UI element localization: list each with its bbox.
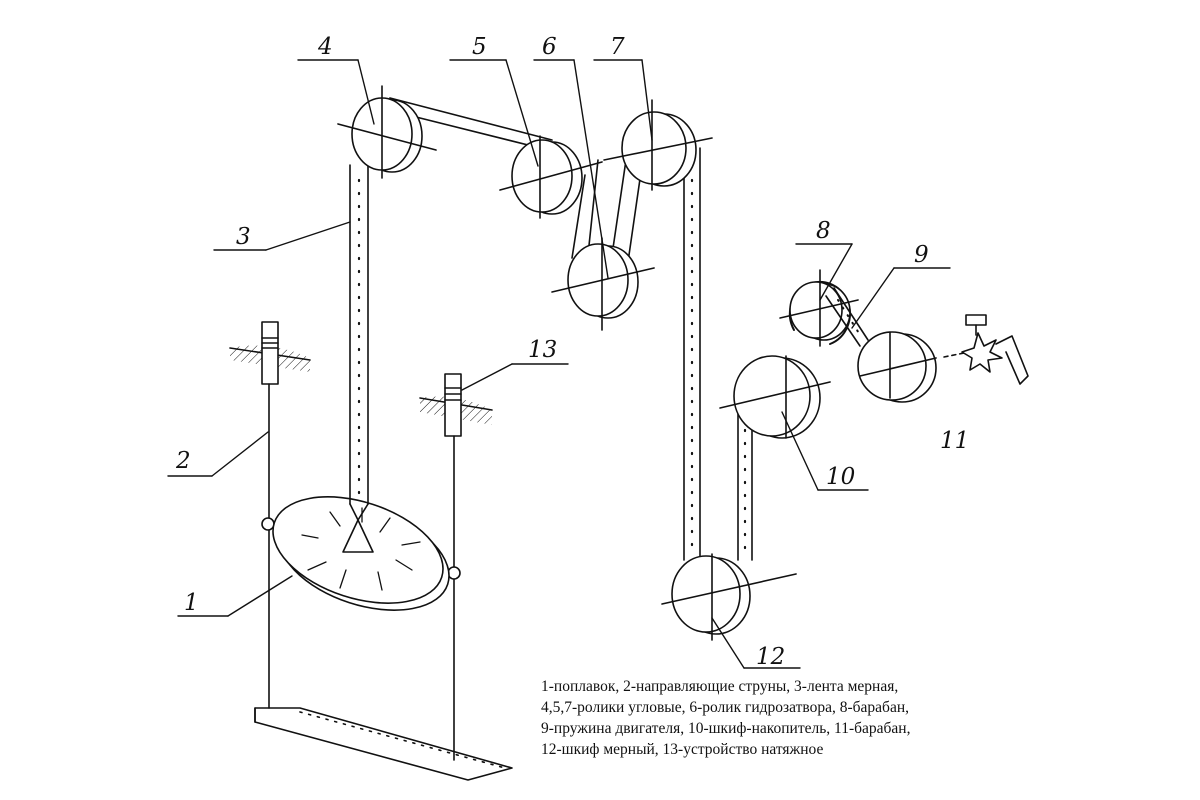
label-13: 13: [528, 337, 557, 363]
label-8: 8: [816, 218, 831, 244]
measuring-tape: [349, 164, 369, 521]
label-5: 5: [472, 34, 487, 60]
label-9: 9: [914, 242, 929, 268]
label-12: 12: [756, 644, 785, 670]
storage-pulley-10: [719, 355, 831, 439]
tension-device: [419, 373, 493, 437]
base-plate: [254, 707, 513, 781]
label-1: 1: [184, 590, 199, 616]
label-4: 4: [317, 34, 333, 60]
measuring-pulley-12: [661, 553, 797, 641]
roller-4: [337, 85, 437, 179]
roller-6: [551, 237, 655, 331]
legend-line: 12-шкиф мерный, 13-устройство натяжное: [541, 741, 824, 758]
label-2: 2: [175, 448, 191, 474]
tape-lower-path: [737, 413, 753, 561]
label-11: 11: [940, 428, 969, 454]
label-6: 6: [542, 34, 557, 60]
label-10: 10: [826, 464, 855, 490]
guide-strings: [261, 383, 461, 761]
label-3: 3: [236, 224, 251, 250]
motor-spring-9: [825, 287, 937, 403]
indicator-11: [943, 314, 1029, 385]
ground-anchor-left: [229, 321, 311, 385]
label-7: 7: [610, 34, 625, 60]
roller-7: [603, 99, 713, 191]
legend: 1-поплавок, 2-направляющие струны, 3-лен…: [541, 676, 910, 760]
drum-8: [779, 269, 859, 347]
leader-lines: [167, 59, 951, 669]
legend-line: 4,5,7-ролики угловые, 6-ролик гидрозатво…: [541, 699, 909, 716]
float: [272, 496, 450, 611]
legend-line: 1-поплавок, 2-направляющие струны, 3-лен…: [541, 678, 899, 695]
roller-5: [499, 135, 603, 219]
legend-line: 9-пружина двигателя, 10-шкиф-накопитель,…: [541, 720, 911, 737]
